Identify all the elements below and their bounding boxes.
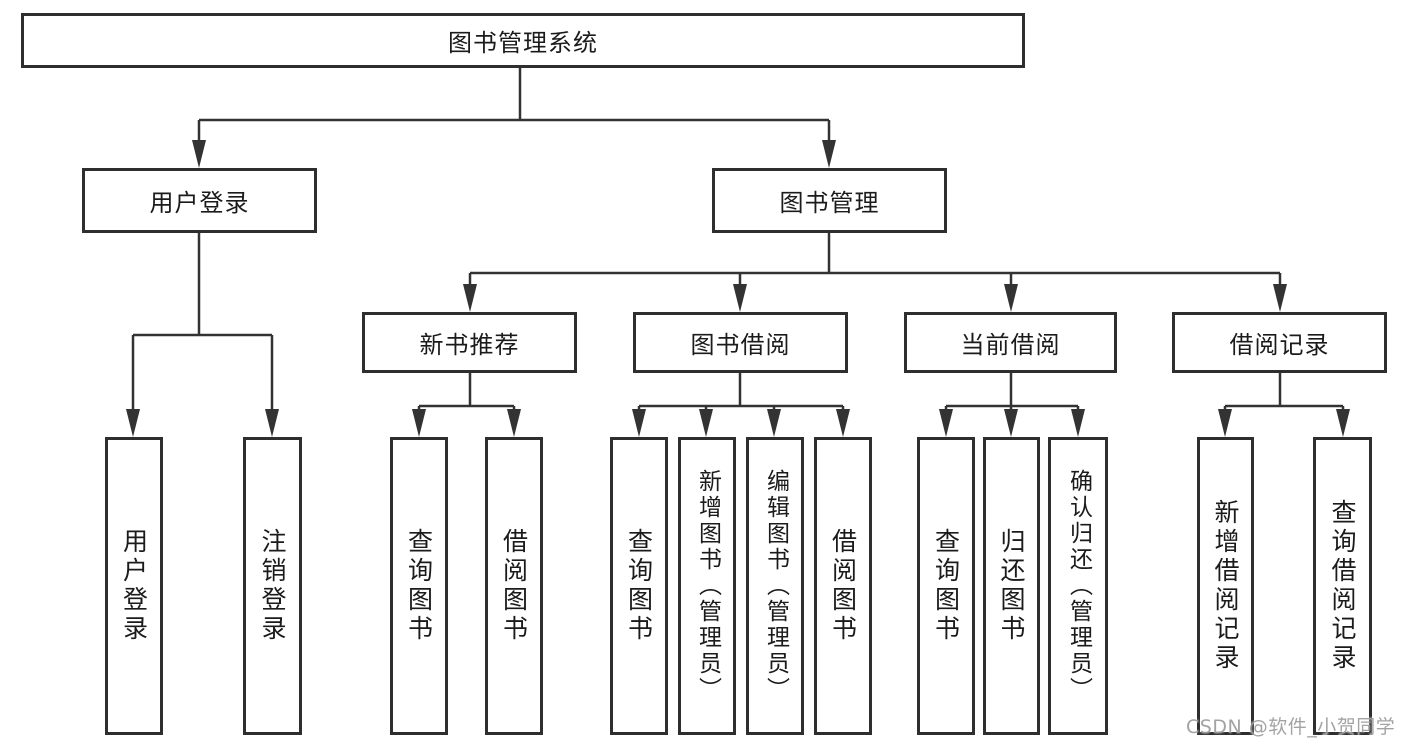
leaf-current-confirm-return-admin: 确认归还（管理员）: [1048, 437, 1108, 735]
leaf-borrow-query-book: 查询图书: [610, 437, 668, 735]
node-book-management: 图书管理: [712, 168, 947, 233]
node-label: 借阅记录: [1229, 331, 1330, 359]
node-label: 图书管理: [779, 189, 880, 217]
node-label: 借阅图书: [828, 528, 858, 644]
node-label: 用户登录: [149, 189, 250, 217]
node-label: 图书借阅: [690, 331, 791, 359]
node-borrow-records: 借阅记录: [1172, 312, 1387, 373]
leaf-borrow-edit-book-admin: 编辑图书（管理员）: [746, 437, 804, 735]
node-new-book-recommend: 新书推荐: [362, 312, 577, 373]
leaf-newbook-query-book: 查询图书: [390, 437, 448, 735]
leaf-user-login: 用户登录: [105, 437, 163, 735]
node-label: 查询图书: [404, 528, 434, 644]
node-label: 借阅图书: [499, 528, 529, 644]
leaf-newbook-borrow-book: 借阅图书: [485, 437, 543, 735]
node-user-login: 用户登录: [82, 168, 317, 233]
leaf-borrow-add-book-admin: 新增图书（管理员）: [678, 437, 736, 735]
leaf-records-add-borrow-record: 新增借阅记录: [1197, 437, 1254, 735]
node-label: 查询图书: [624, 528, 654, 644]
node-label: 新增图书（管理员）: [694, 469, 721, 703]
node-label: 归还图书: [997, 528, 1026, 644]
node-label: 查询图书: [931, 528, 961, 644]
node-current-borrowing: 当前借阅: [904, 312, 1117, 373]
leaf-logout: 注销登录: [243, 437, 302, 735]
leaf-borrow-borrow-book: 借阅图书: [814, 437, 872, 735]
node-label: 当前借阅: [960, 331, 1061, 359]
node-label: 用户登录: [119, 528, 149, 644]
leaf-current-return-book: 归还图书: [983, 437, 1040, 735]
node-label: 确认归还（管理员）: [1065, 469, 1092, 703]
node-library-management-system: 图书管理系统: [21, 13, 1025, 68]
node-label: 图书管理系统: [448, 29, 598, 57]
node-label: 新增借阅记录: [1211, 499, 1240, 673]
leaf-current-query-book: 查询图书: [917, 437, 975, 735]
node-label: 新书推荐: [419, 331, 520, 359]
node-label: 查询借阅记录: [1328, 499, 1357, 673]
node-label: 编辑图书（管理员）: [762, 469, 789, 703]
csdn-watermark: CSDN @软件_小贺同学: [1186, 716, 1396, 738]
node-label: 注销登录: [258, 528, 287, 644]
node-book-borrowing: 图书借阅: [633, 312, 848, 373]
leaf-records-query-borrow-record: 查询借阅记录: [1313, 437, 1372, 735]
